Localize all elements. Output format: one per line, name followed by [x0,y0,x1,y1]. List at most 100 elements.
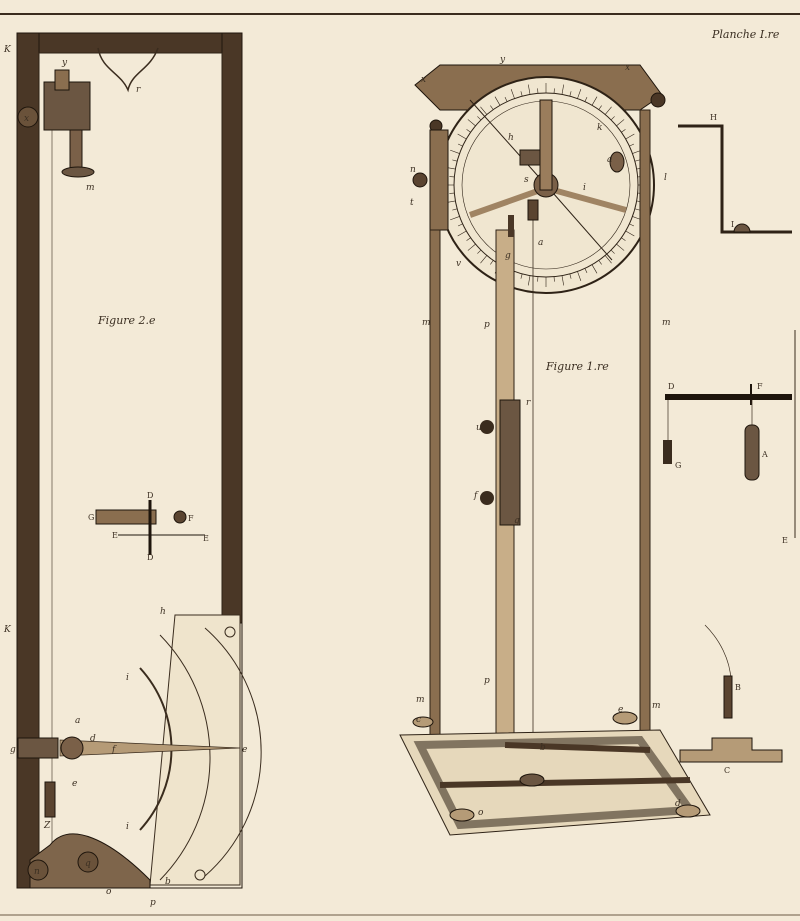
plate-label: f [473,491,479,501]
dial-tick [629,143,635,147]
dial-tick [452,159,458,162]
plate-label: I [731,220,734,229]
plate-label: v [456,259,461,269]
dial-tick [527,84,531,95]
plate-label: C [724,766,730,775]
dial-tick [457,133,467,140]
plate-label: f [111,745,117,755]
plate-label: g [505,251,511,261]
dial-tick [477,116,482,121]
plate-label: K [3,45,12,55]
dial-tick [466,129,471,133]
plate-label: D [668,382,674,391]
dial-tick [457,223,463,227]
dial-tick [625,133,635,140]
plate-label: p [484,676,490,686]
dial-tick [494,96,501,106]
plate-label: B [735,683,741,692]
plate-label: a [607,155,612,165]
plate-label: x [625,63,630,73]
dial-tick [467,119,476,127]
plate-label: E [112,531,118,540]
dial-tick [604,106,612,115]
dial-tick [634,208,640,211]
plate-label: x [24,114,29,124]
detail-B-C: B C [679,624,783,775]
plate-label: F [757,382,763,391]
plate-label: E [203,534,209,543]
figure-1: y x x n t l h k s a i g a v m m p p r u … [399,55,711,836]
plate-label: F [188,514,194,523]
dial-tick [457,143,463,147]
dial-tick [610,116,615,121]
dial-tick [577,271,582,281]
plate-label: H [710,113,717,122]
plate-label: g [10,745,16,755]
dial-tick [629,223,635,227]
dial-tick [457,230,467,237]
plate-label: c [416,715,421,725]
dial-tick [621,129,626,133]
plate-label: r [526,398,531,408]
plate-label: t [410,198,414,208]
dial-tick [577,89,582,99]
plate-label: G [88,513,94,522]
plate-label: A [761,450,768,459]
dial-tick [598,105,602,110]
plate-label: m [416,695,425,705]
dial-tick [477,249,482,254]
dial-tick [569,273,572,279]
plate-label: y [499,55,506,65]
dial-tick [610,249,615,254]
dial-tick [466,237,471,241]
dial-tick [504,96,508,102]
dial-tick [480,106,488,115]
plate-label: b [165,877,171,887]
dial-tick [527,275,531,286]
dial-tick [621,237,626,241]
plate-label: n [410,165,416,175]
dial-tick [584,96,588,102]
dial-tick [520,273,523,279]
dial-tick [591,96,598,106]
plate-label: b [540,743,546,753]
plate-label: m [662,318,671,328]
plate-label: s [524,175,529,185]
plate-label: e [72,779,77,789]
detail-D-F: D F G A E [663,330,796,545]
plate-label: K [3,625,12,635]
dial-tick [569,91,572,97]
plate-label: u [476,423,482,433]
dial-tick [561,84,565,95]
dial-tick [604,255,612,264]
dial-tick [520,91,523,97]
plate-label: o [478,808,484,818]
plate-title: Planche I.re [711,28,780,41]
plate-label: h [160,607,166,617]
plate-label: E [782,536,788,545]
dial-tick [450,149,460,154]
plate-label: m [652,701,661,711]
plate-label: a [538,238,543,248]
plate-label: y [61,58,68,68]
plate-label: p [150,898,156,908]
plate-label: d [90,734,96,744]
dial-tick [591,264,598,274]
plate-label: k [597,123,602,133]
detail-H-I: H I [678,113,792,234]
plate-label: Z [43,821,51,831]
plate-label: G [675,461,681,470]
dial-tick [616,119,625,127]
dial-tick [510,89,515,99]
dial-tick [450,216,460,221]
plate-label: i [583,183,586,193]
plate-label: x [421,75,426,85]
plate-label: D [147,553,153,562]
plate-label: p [484,320,490,330]
plate-label: q [85,859,91,869]
plate-label: i [126,822,129,832]
dial-tick [634,159,640,162]
plate-label: m [422,318,431,328]
dial-tick [616,243,625,251]
